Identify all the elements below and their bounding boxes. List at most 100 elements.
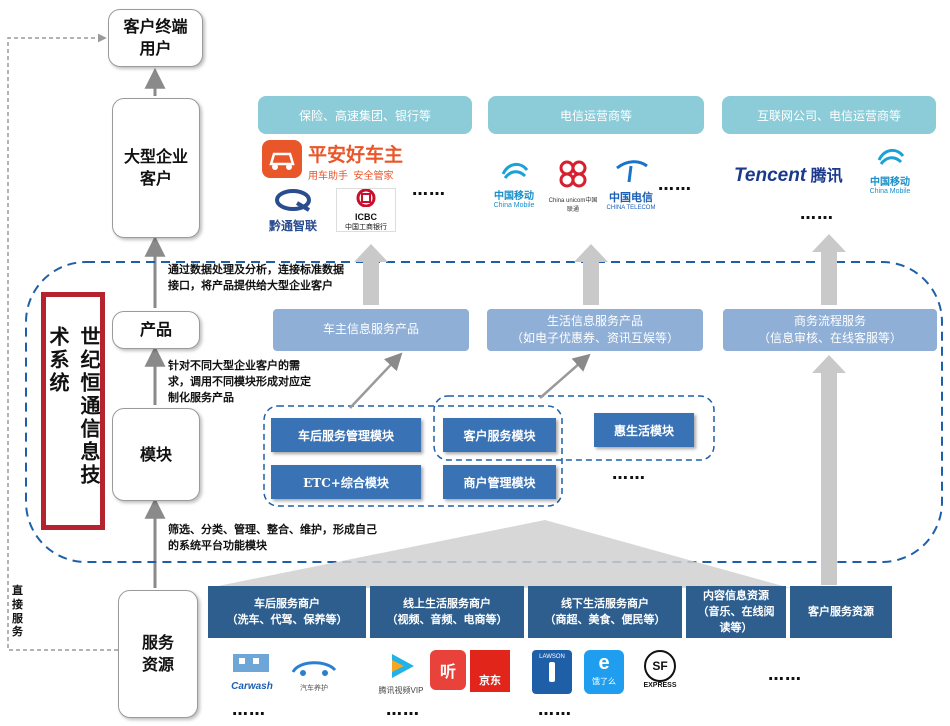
- client-node-label: 客户终端用户: [123, 17, 188, 58]
- product-car-owner-info: 车主信息服务产品: [273, 309, 469, 351]
- ellipsis-modules: ……: [612, 464, 646, 483]
- sf-name: SF: [644, 650, 676, 682]
- qiantong-logo: 黔通智联: [258, 188, 328, 233]
- product-node-label: 产品: [139, 320, 172, 340]
- enterprise-node-label: 大型企业客户: [124, 147, 189, 188]
- service-node-label: 服务资源: [141, 633, 174, 674]
- china-mobile-logo: 中国移动 China Mobile: [486, 160, 542, 209]
- icbc-name-cn: 中国工商银行: [345, 224, 387, 231]
- product-car-owner-label: 车主信息服务产品: [322, 322, 419, 337]
- resource-content-sub: （音乐、在线阅读等）: [697, 605, 775, 634]
- eleme-name: 饿了么: [592, 677, 616, 686]
- china-mobile-cn: 中国移动: [494, 191, 534, 202]
- ellipsis-group1: ……: [412, 180, 446, 199]
- module-after-sales: 车后服务管理模块: [271, 418, 421, 452]
- note-custom-products: 针对不同大型企业客户的需求，调用不同模块形成对应定制化服务产品: [168, 359, 311, 404]
- car-care-icon: [291, 661, 337, 676]
- qiantong-name: 黔通智联: [268, 219, 317, 233]
- ting-audio-logo: 听: [430, 650, 466, 690]
- resource-online-label: 线上生活服务商户: [403, 597, 491, 611]
- resource-customer-service: 客户服务资源: [790, 586, 892, 638]
- module-group-right: [433, 395, 715, 461]
- product-node: 产品: [112, 311, 200, 349]
- category-internet: 互联网公司、电信运营商等: [722, 96, 936, 134]
- product-life-info: 生活信息服务产品 （如电子优惠券、资讯互娱等）: [487, 309, 703, 351]
- product-business-sub: （信息审核、在线客服等）: [757, 331, 902, 345]
- eleme-e-icon: e: [598, 652, 610, 674]
- china-unicom-knot-icon: [559, 160, 587, 188]
- carwash-building-icon: [233, 654, 269, 672]
- arrow-mod-prod-2: [539, 353, 591, 399]
- china-mobile-icon: [501, 163, 529, 179]
- module-merchant-management: 商户管理模块: [443, 465, 556, 499]
- resource-after-sales-merchants: 车后服务商户 （洗车、代驾、保养等）: [208, 586, 366, 638]
- ellipsis-res1: ……: [232, 700, 266, 719]
- resource-online-sub: （视频、音频、电商等）: [386, 613, 508, 626]
- direct-service-line: [7, 33, 118, 651]
- china-telecom-en: CHINA TELECOM: [606, 205, 656, 211]
- module-node: 模块: [112, 408, 200, 501]
- company-system-box: 世纪恒通信息技术系统: [41, 292, 105, 530]
- china-mobile-icon-2: [877, 149, 905, 165]
- ellipsis-res3: ……: [538, 700, 572, 719]
- large-enterprise-node: 大型企业客户: [112, 98, 200, 238]
- client-terminal-user-node: 客户终端用户: [108, 9, 203, 67]
- lawson-logo: LAWSON: [532, 650, 572, 694]
- pingan-car-icon: [262, 140, 302, 178]
- ellipsis-res4: ……: [768, 665, 802, 684]
- icbc-name: ICBC: [355, 212, 377, 222]
- resource-content-label: 内容信息资源: [703, 589, 769, 603]
- sf-sub: EXPRESS: [643, 682, 677, 689]
- module-etc-integrated: ETC+综合模块: [271, 465, 421, 499]
- icbc-emblem-icon: [356, 188, 376, 208]
- resource-after-sales-sub: （洗车、代驾、保养等）: [226, 613, 348, 626]
- tencent-video-logo: 腾讯视频VIP: [370, 652, 432, 696]
- china-mobile-en-2: China Mobile: [869, 188, 911, 195]
- sf-express-logo: SF EXPRESS: [638, 650, 682, 694]
- eleme-logo: e 饿了么: [584, 650, 624, 694]
- direct-service-label: 直接服务: [12, 584, 23, 639]
- tencent-video-play-icon: [392, 654, 414, 678]
- module-node-label: 模块: [139, 444, 172, 464]
- china-mobile-cn-2: 中国移动: [870, 177, 910, 188]
- china-mobile-logo-2: 中国移动 China Mobile: [862, 146, 918, 195]
- jd-name: 京东: [479, 675, 501, 687]
- china-telecom-logo: 中国电信 CHINA TELECOM: [604, 158, 658, 211]
- resource-after-sales-label: 车后服务商户: [254, 597, 320, 611]
- china-mobile-en: China Mobile: [493, 202, 535, 209]
- category-telecom: 电信运营商等: [488, 96, 704, 134]
- tencent-name-cn: 腾讯: [810, 168, 843, 185]
- china-telecom-icon: [616, 160, 648, 183]
- product-life-label: 生活信息服务产品: [546, 313, 643, 328]
- lawson-name: LAWSON: [539, 654, 565, 660]
- note-filter-integrate: 筛选、分类、管理、整合、维护，形成自己的系统平台功能模块: [168, 523, 377, 552]
- car-care-logo: 汽车养护: [286, 656, 342, 693]
- lawson-bottle-icon: [549, 662, 555, 682]
- pingan-title: 平安好车主: [308, 145, 404, 166]
- category-insurance-banks: 保险、高速集团、银行等: [258, 96, 472, 134]
- resource-content-info: 内容信息资源 （音乐、在线阅读等）: [686, 586, 786, 638]
- carwash-logo: Carwash: [222, 650, 282, 692]
- resource-offline-merchants: 线下生活服务商户 （商超、美食、便民等）: [528, 586, 682, 638]
- service-resource-node: 服务资源: [118, 590, 198, 718]
- china-telecom-cn: 中国电信: [609, 192, 653, 204]
- ellipsis-group3: ……: [800, 204, 834, 223]
- resource-online-merchants: 线上生活服务商户 （视频、音频、电商等）: [370, 586, 524, 638]
- product-business-process: 商务流程服务 （信息审核、在线客服等）: [723, 309, 937, 351]
- tencent-video-name: 腾讯视频VIP: [378, 686, 424, 695]
- arrow-mod-prod-1: [349, 352, 403, 409]
- product-life-sub: （如电子优惠券、资讯互娱等）: [510, 331, 679, 345]
- note-data-processing: 通过数据处理及分析，连接标准数据接口，将产品提供给大型企业客户: [168, 263, 344, 292]
- icbc-logo: ICBC 中国工商银行: [336, 188, 396, 232]
- product-business-label: 商务流程服务: [793, 313, 866, 328]
- tencent-name: Tencent: [734, 165, 807, 186]
- jd-logo: 京东: [470, 650, 510, 692]
- resource-fan: [208, 520, 790, 588]
- resource-offline-label: 线下生活服务商户: [561, 597, 649, 611]
- company-name: 世纪恒通信息技术系统: [46, 326, 101, 487]
- tencent-logo: Tencent 腾讯: [734, 162, 843, 187]
- block-arrows: [354, 234, 846, 585]
- china-unicom-name: China unicom中国联通: [548, 198, 598, 213]
- resource-customer-label: 客户服务资源: [808, 605, 874, 619]
- china-unicom-logo: China unicom中国联通: [546, 158, 600, 213]
